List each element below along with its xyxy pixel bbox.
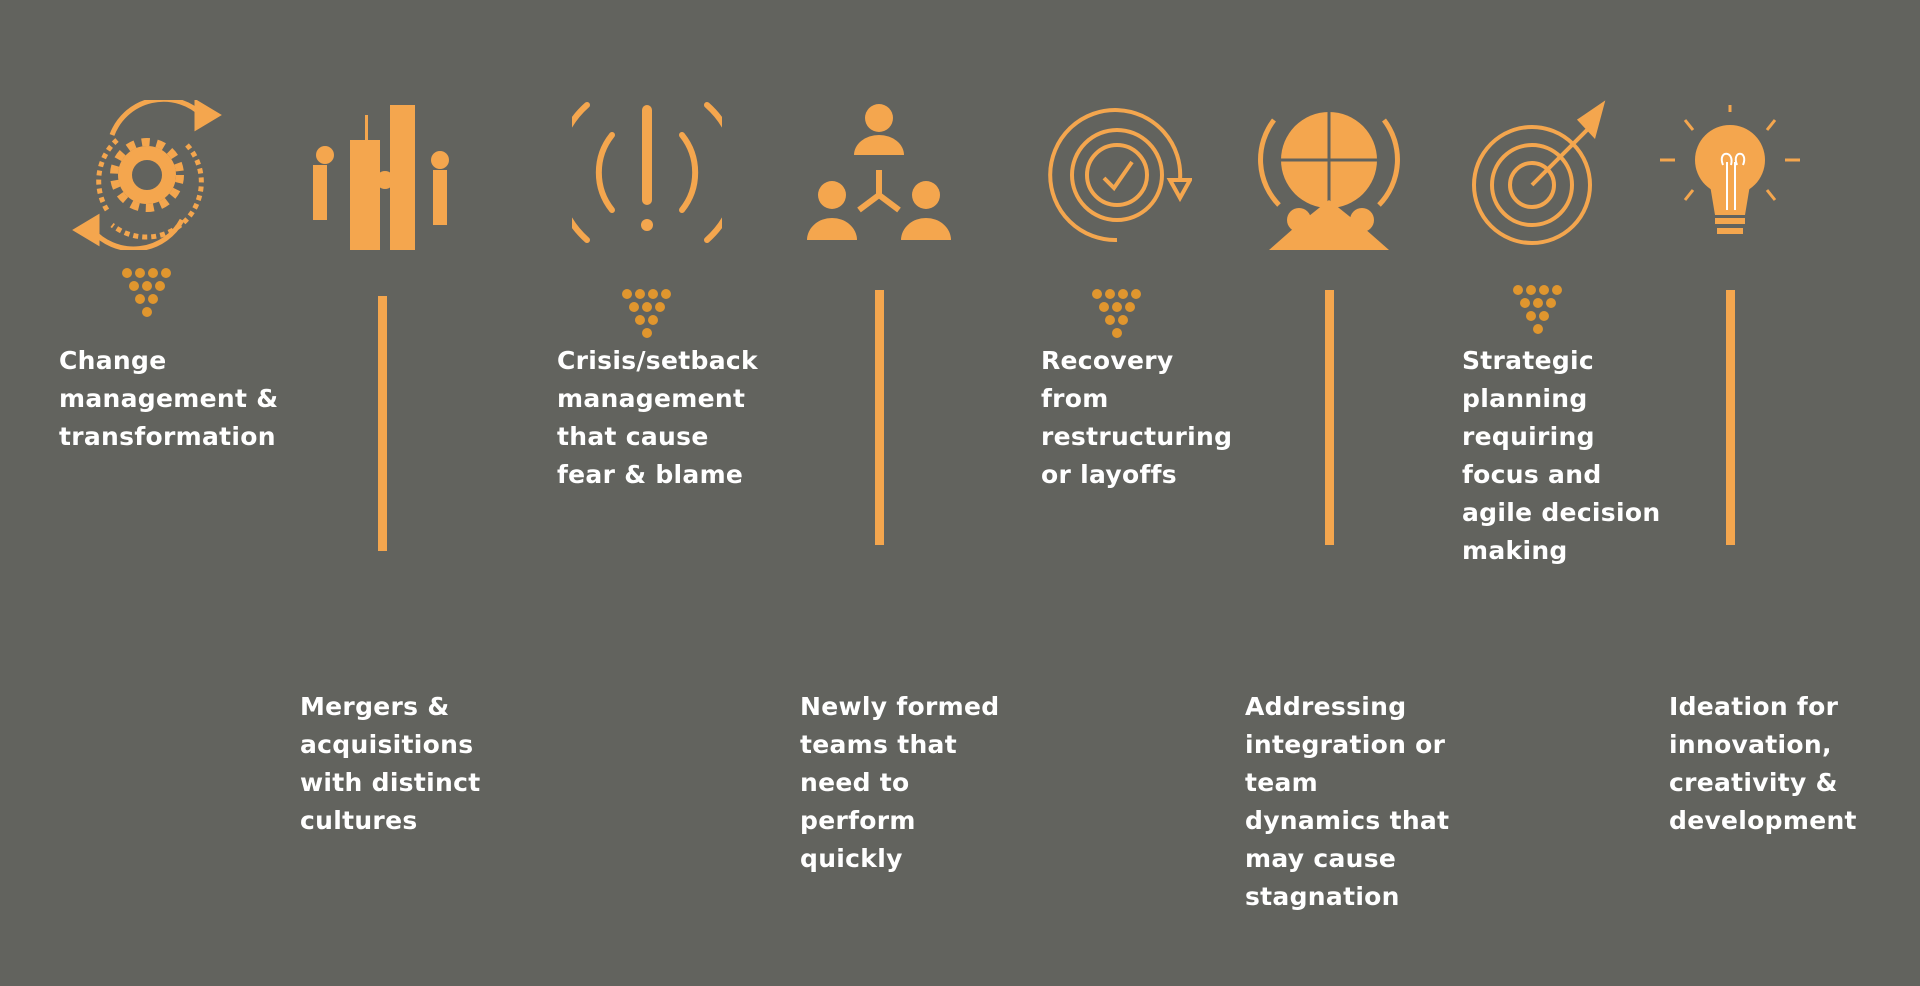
dots-funnel-icon bbox=[1513, 285, 1562, 334]
connector-line bbox=[875, 290, 884, 545]
puzzle-buildings-icon bbox=[305, 100, 455, 250]
target-icon bbox=[1462, 100, 1612, 250]
item-label-new-teams: Newly formed teams that need to perform … bbox=[800, 692, 1000, 873]
dots-funnel-icon bbox=[122, 268, 171, 317]
alert-icon bbox=[553, 100, 741, 250]
connector-line bbox=[1325, 290, 1334, 545]
puzzle-team-icon bbox=[1254, 100, 1404, 250]
item-label-ideation: Ideation for innovation, creativity & de… bbox=[1669, 692, 1857, 835]
item-label-mergers: Mergers & acquisitions with distinct cul… bbox=[300, 692, 481, 835]
team-icon bbox=[804, 100, 954, 250]
dots-funnel-icon bbox=[1092, 289, 1141, 338]
lightbulb-icon bbox=[1655, 100, 1805, 250]
connector-line bbox=[378, 296, 387, 551]
gear-cycle-icon bbox=[72, 96, 222, 252]
item-label-crisis: Crisis/setback management that cause fea… bbox=[557, 346, 758, 489]
item-label-integration: Addressing integration or team dynamics … bbox=[1245, 692, 1450, 911]
connector-line bbox=[1726, 290, 1735, 545]
item-label-strategic-planning: Strategic planning requiring focus and a… bbox=[1462, 346, 1661, 565]
dots-funnel-icon bbox=[622, 289, 671, 338]
item-label-change-management: Change management & transformation bbox=[59, 346, 279, 451]
recovery-check-icon bbox=[1042, 100, 1194, 250]
item-label-recovery: Recovery from restructuring or layoffs bbox=[1041, 346, 1233, 489]
